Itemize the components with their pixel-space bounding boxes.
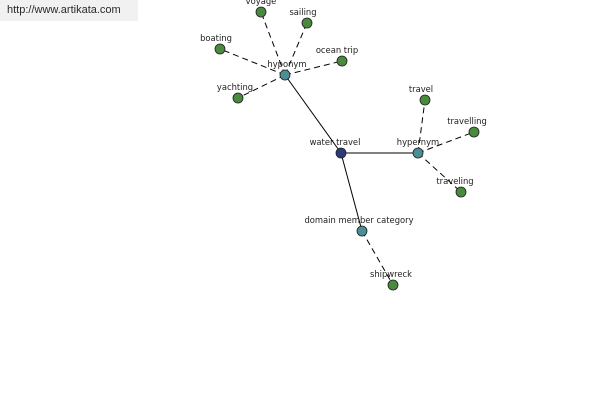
edge-water-travel-to-domain-member (340, 152, 363, 232)
node-ocean-trip[interactable]: ocean trip (316, 45, 358, 67)
node-label-sailing: sailing (289, 7, 316, 17)
node-label-hypernym: hypernym (397, 137, 439, 147)
node-marker-water-travel[interactable] (335, 147, 347, 159)
node-label-water-travel: water travel (310, 137, 361, 147)
node-marker-boating[interactable] (214, 43, 226, 55)
node-label-domain-member: domain member category (304, 215, 413, 225)
node-marker-travel[interactable] (419, 94, 431, 106)
node-label-ocean-trip: ocean trip (316, 45, 358, 55)
node-label-traveling: traveling (436, 176, 473, 186)
node-marker-shipwreck[interactable] (387, 279, 399, 291)
edge-water-travel-to-hyponym (284, 74, 342, 154)
node-hypernym[interactable]: hypernym (397, 137, 439, 159)
nodes-layer: water travel hyponym hypernym domain member… (200, 0, 487, 291)
node-yachting[interactable]: yachting (217, 82, 253, 104)
node-travelling[interactable]: travelling (447, 116, 487, 138)
node-hyponym[interactable]: hyponym (267, 59, 307, 81)
edge-hypernym-to-travel (417, 99, 426, 154)
node-sailing[interactable]: sailing (289, 7, 317, 29)
edges-layer (219, 11, 475, 286)
node-traveling[interactable]: traveling (436, 176, 474, 198)
source-url-banner[interactable]: http://www.artikata.com (0, 0, 138, 21)
node-label-hyponym: hyponym (267, 59, 306, 69)
node-boating[interactable]: boating (200, 33, 232, 55)
node-marker-traveling[interactable] (455, 186, 467, 198)
node-marker-ocean-trip[interactable] (336, 55, 348, 67)
node-voyage[interactable]: voyage (246, 0, 277, 18)
node-marker-voyage[interactable] (255, 6, 267, 18)
node-label-travel: travel (409, 84, 433, 94)
node-marker-domain-member[interactable] (356, 225, 368, 237)
node-label-yachting: yachting (217, 82, 253, 92)
node-marker-travelling[interactable] (468, 126, 480, 138)
edge-hyponym-to-voyage (260, 11, 286, 76)
node-label-travelling: travelling (447, 116, 487, 126)
edge-hyponym-to-boating (219, 48, 286, 76)
edge-hyponym-to-yachting (237, 74, 286, 99)
node-marker-yachting[interactable] (232, 92, 244, 104)
edge-domain-member-to-shipwreck (361, 230, 394, 286)
node-label-shipwreck: shipwreck (370, 269, 412, 279)
node-domain-member[interactable]: domain member category (304, 215, 414, 237)
node-label-voyage: voyage (246, 0, 277, 6)
node-shipwreck[interactable]: shipwreck (370, 269, 412, 291)
node-marker-hyponym[interactable] (279, 69, 291, 81)
node-water-travel[interactable]: water travel (310, 137, 361, 159)
edge-hypernym-to-traveling (417, 152, 462, 193)
node-marker-sailing[interactable] (301, 17, 313, 29)
node-marker-hypernym[interactable] (412, 147, 424, 159)
node-label-boating: boating (200, 33, 232, 43)
node-travel[interactable]: travel (409, 84, 433, 106)
